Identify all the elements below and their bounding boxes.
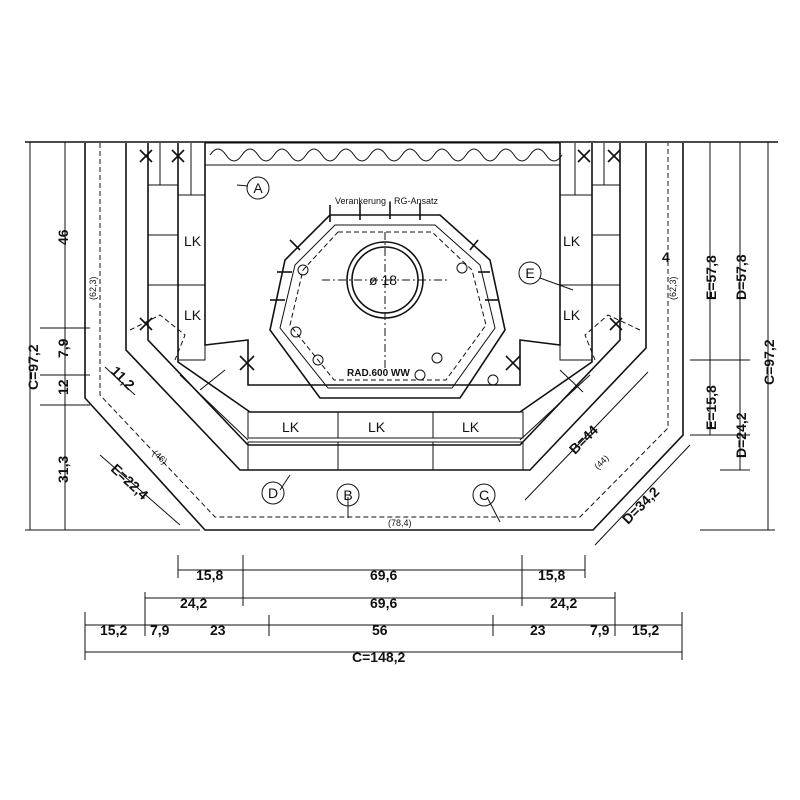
note-44-right: (44) (592, 453, 610, 471)
dim-row3-f: 7,9 (590, 622, 610, 638)
lk-left-upper: LK (184, 233, 202, 249)
note-46-left: (46) (151, 448, 170, 466)
lk-right-upper: LK (563, 233, 581, 249)
label-leaders (236, 176, 574, 523)
dim-d-34-2: D=34,2 (619, 483, 663, 527)
lk-right-lower: LK (563, 307, 581, 323)
dim-row3-c: 23 (210, 622, 226, 638)
mounting-holes (290, 262, 499, 386)
dim-row1-a: 15,8 (196, 567, 223, 583)
dim-e-15-8: E=15,8 (703, 385, 719, 430)
dim-e-57-8: E=57,8 (703, 255, 719, 300)
left-brick-wall (147, 143, 206, 361)
dim-c-right: C=97,2 (761, 339, 777, 385)
x-marks (139, 149, 623, 371)
octagon-dashed (289, 231, 487, 381)
dim-row3-e: 23 (530, 622, 546, 638)
label-e: E (525, 265, 534, 281)
dim-row3-g: 15,2 (632, 622, 659, 638)
note-62-right: (62,3) (668, 276, 678, 300)
note-78-4: (78,4) (388, 518, 412, 528)
dimension-lines (25, 142, 775, 660)
dim-d-57-8: D=57,8 (733, 254, 749, 300)
top-note: Verankerung · RG-Ansatz (335, 196, 439, 206)
octagon-inner (279, 224, 496, 389)
dim-11-2: 11,2 (108, 363, 138, 393)
rad-label: RAD.600 WW (347, 368, 410, 379)
dim-31-3: 31,3 (55, 456, 71, 483)
bottom-bricks (179, 369, 591, 471)
dim-row2-c: 24,2 (550, 595, 577, 611)
lk-bottom-1: LK (282, 419, 300, 435)
dim-row2-b: 69,6 (370, 595, 397, 611)
lk-bottom-3: LK (462, 419, 480, 435)
chamber-outline-3 (204, 143, 561, 386)
outer-outline (84, 143, 684, 531)
dim-row4: C=148,2 (352, 649, 406, 665)
dim-46: 46 (55, 229, 71, 245)
dim-row2-a: 24,2 (180, 595, 207, 611)
lk-left-lower: LK (184, 307, 202, 323)
right-brick-wall (559, 143, 621, 361)
dim-row3-b: 7,9 (150, 622, 170, 638)
label-a: A (253, 180, 263, 196)
dim-c-left: C=97,2 (25, 344, 41, 390)
note-62-left: (62,3) (88, 276, 98, 300)
label-c: C (479, 487, 489, 503)
insulation-band (204, 142, 561, 166)
right-corner-detail (584, 314, 641, 361)
outer-dashed (99, 143, 669, 518)
chamber-outline-1 (147, 143, 621, 446)
label-d: D (268, 485, 278, 501)
left-corner-detail (129, 314, 186, 361)
dim-e-22-4: E=22,4 (108, 460, 152, 502)
dim-12: 12 (55, 379, 71, 395)
diameter-label: ø 18 (369, 272, 397, 288)
dim-4: 4 (662, 249, 670, 265)
label-b: B (343, 487, 352, 503)
anchor-bolts (270, 202, 498, 301)
dim-d-24-2: D=24,2 (733, 412, 749, 458)
dim-row1-c: 15,8 (538, 567, 565, 583)
lk-bottom-2: LK (368, 419, 386, 435)
dim-row3-a: 15,2 (100, 622, 127, 638)
insulation-loops (209, 148, 563, 162)
dim-7-9: 7,9 (55, 338, 71, 358)
octagon-outer (269, 214, 506, 399)
dim-row1-b: 69,6 (370, 567, 397, 583)
dim-row3-d: 56 (372, 622, 388, 638)
